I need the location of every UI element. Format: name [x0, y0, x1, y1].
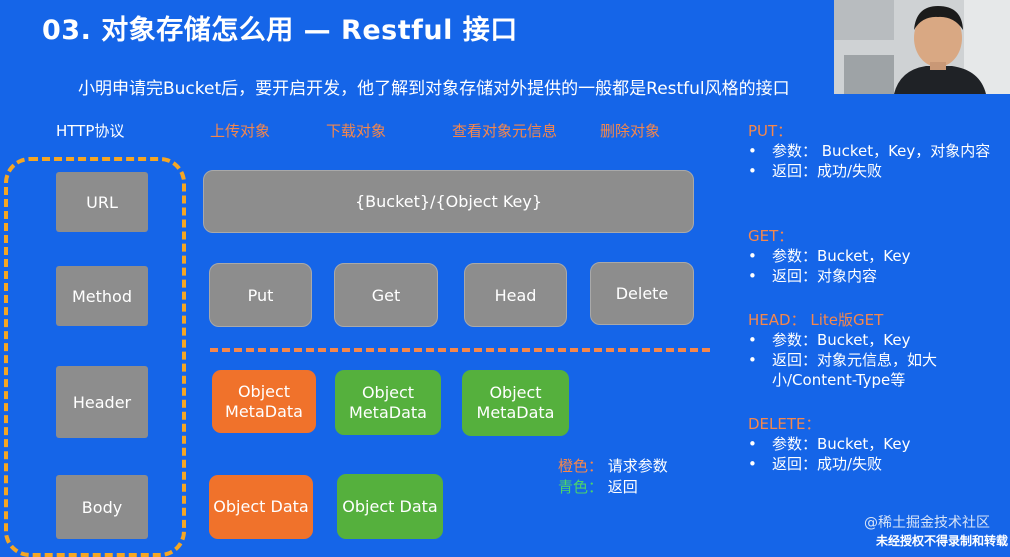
- legend-green-key: 青色：: [558, 478, 604, 496]
- protocol-row-url: URL: [56, 172, 148, 232]
- url-pattern-box: {Bucket}/{Object Key}: [203, 170, 694, 233]
- head-heading: HEAD： Lite版GET: [748, 311, 884, 329]
- legend-green-value: 返回: [607, 478, 638, 496]
- method-get: Get: [334, 263, 438, 327]
- legend-orange-value: 请求参数: [607, 457, 668, 475]
- site-watermark: @稀土掘金技术社区: [864, 515, 990, 531]
- body-get-data: Object Data: [337, 474, 443, 539]
- presenter-video-icon: [834, 0, 1010, 94]
- right-panel-get: GET： •参数：Bucket，Key •返回：对象内容: [748, 225, 1008, 286]
- op-label-upload: 上传对象: [210, 122, 271, 140]
- protocol-row-header: Header: [56, 366, 148, 438]
- copyright-notice: 未经授权不得录制和转载: [875, 534, 1008, 548]
- slide-title: 03. 对象存储怎么用 — Restful 接口: [42, 15, 518, 46]
- method-delete: Delete: [590, 262, 694, 325]
- get-heading: GET：: [748, 227, 794, 245]
- get-param-line: •参数：Bucket，Key: [748, 247, 911, 265]
- header-put-metadata: Object MetaData: [212, 370, 316, 433]
- protocol-row-method: Method: [56, 266, 148, 326]
- header-get-metadata: Object MetaData: [335, 370, 441, 435]
- legend-green: 青色： 返回: [558, 476, 638, 497]
- op-label-download: 下载对象: [326, 122, 387, 140]
- legend-orange: 橙色： 请求参数: [558, 455, 668, 476]
- put-heading: PUT：: [748, 122, 793, 140]
- method-head: Head: [464, 263, 567, 327]
- request-response-divider: [210, 348, 710, 352]
- right-panel-delete: DELETE： •参数：Bucket，Key •返回：成功/失败: [748, 413, 1008, 474]
- webcam-overlay: [834, 0, 1010, 94]
- delete-heading: DELETE：: [748, 415, 821, 433]
- body-put-data: Object Data: [209, 475, 313, 539]
- op-label-head: 查看对象元信息: [452, 122, 558, 140]
- protocol-row-body: Body: [56, 475, 148, 539]
- op-label-delete: 删除对象: [600, 122, 661, 140]
- put-param-line: •参数： Bucket，Key，对象内容: [748, 142, 991, 160]
- get-return-line: •返回：对象内容: [748, 267, 878, 285]
- put-return-line: •返回：成功/失败: [748, 162, 883, 180]
- delete-param-line: •参数：Bucket，Key: [748, 435, 911, 453]
- protocol-label: HTTP协议: [56, 122, 125, 140]
- head-param-line: •参数：Bucket，Key: [748, 331, 911, 349]
- method-put: Put: [209, 263, 312, 327]
- delete-return-line: •返回：成功/失败: [748, 455, 883, 473]
- head-return-line: •返回：对象元信息，如大小/Content-Type等: [748, 351, 938, 389]
- legend-orange-key: 橙色：: [558, 457, 604, 475]
- header-head-metadata: Object MetaData: [462, 370, 569, 436]
- right-panel-head: HEAD： Lite版GET •参数：Bucket，Key •返回：对象元信息，…: [748, 309, 1008, 390]
- right-panel-put: PUT： •参数： Bucket，Key，对象内容 •返回：成功/失败: [748, 120, 1008, 181]
- slide-subtitle: 小明申请完Bucket后，要开启开发，他了解到对象存储对外提供的一般都是Rest…: [78, 79, 790, 99]
